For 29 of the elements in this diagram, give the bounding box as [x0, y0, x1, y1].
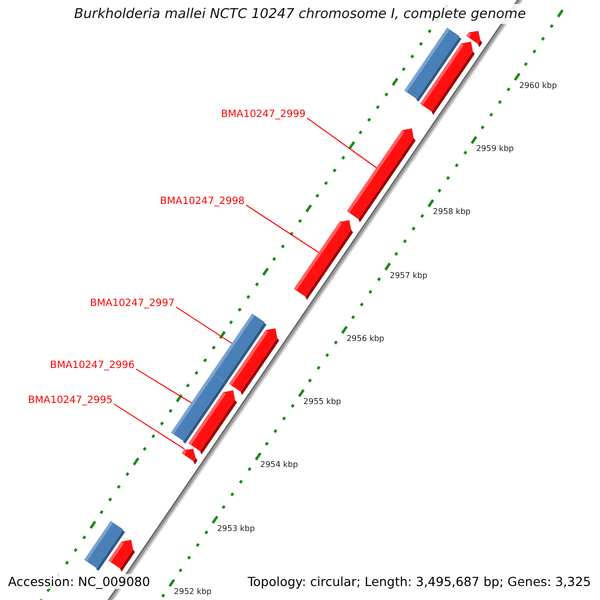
- scale-label: 2960 kbp: [519, 80, 557, 91]
- scale-label: 2956 kbp: [346, 334, 384, 344]
- gene-feature: [466, 30, 482, 48]
- genome-stats: Topology: circular; Length: 3,495,687 bp; Genes: 3,325: [248, 574, 591, 589]
- scale-label: 2955 kbp: [303, 397, 342, 408]
- gene-feature: [294, 220, 354, 300]
- gene-label: BMA10247_2995: [28, 395, 113, 407]
- leader-line: [246, 204, 320, 253]
- gene-feature: [229, 328, 280, 396]
- gene-feature: [182, 448, 198, 464]
- scale-label: 2959 kbp: [476, 144, 514, 154]
- leader-line: [176, 306, 232, 344]
- leader-line: [306, 118, 377, 168]
- gene-feature: [346, 128, 416, 222]
- scale-label: 2953 kbp: [217, 524, 255, 534]
- gene-label: BMA10247_2998: [160, 196, 245, 208]
- scale-label: 2954 kbp: [260, 460, 298, 470]
- accession-text: Accession: NC_009080: [8, 574, 150, 589]
- leader-line: [136, 368, 192, 404]
- scale-label: 2957 kbp: [390, 270, 428, 281]
- scale-label: 2958 kbp: [432, 207, 471, 218]
- gene-feature: [420, 42, 475, 116]
- scale-label: 2952 kbp: [174, 587, 212, 598]
- leader-line: [114, 404, 186, 450]
- gene-label: BMA10247_2997: [90, 298, 175, 310]
- gene-label: BMA10247_2996: [50, 360, 135, 372]
- gene-label: BMA10247_2999: [221, 109, 306, 121]
- gene-feature: [108, 540, 135, 572]
- gene-feature: [188, 390, 237, 455]
